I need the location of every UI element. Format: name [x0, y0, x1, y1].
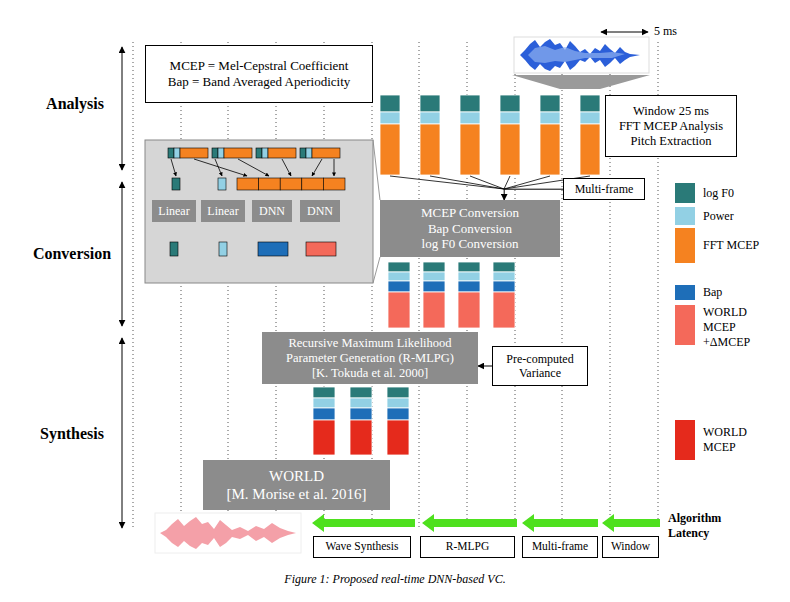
output-waveform [155, 513, 301, 553]
section-label: Synthesis [22, 425, 122, 443]
legend-text: FFT MCEP [703, 238, 783, 253]
legend-text: log F0 [703, 186, 783, 201]
node-text: MCEP Conversion [421, 205, 519, 221]
node-text: Pitch Extraction [631, 134, 712, 149]
node-text: FFT MCEP Analysis [619, 119, 723, 134]
legend-swatch [675, 183, 695, 203]
legend-swatch [675, 305, 695, 345]
legend-swatch [675, 420, 695, 460]
section-label: Conversion [22, 245, 122, 263]
latency-box: R-MLPG [420, 536, 515, 558]
node-text: DNN [307, 204, 333, 218]
legend-text: Bap [703, 285, 783, 300]
node-text: Bap Conversion [428, 221, 512, 237]
node-text: WORLD [269, 467, 324, 485]
note-box: Pre-computed Variance [492, 346, 588, 386]
latency-arrows [312, 514, 660, 532]
process-box: WORLD[M. Morise et al. 2016] [203, 460, 390, 510]
latency-box: Window [602, 536, 659, 558]
node-text: MCEP = Mel-Cepstral Coefficient [170, 58, 349, 74]
node-text: Multi-frame [532, 540, 588, 554]
section-label: Analysis [25, 95, 125, 113]
node-text: Wave Synthesis [326, 540, 399, 554]
latency-box: Wave Synthesis [313, 536, 411, 558]
node-text: [K. Tokuda et al. 2000] [312, 366, 428, 381]
node-text: [M. Morise et al. 2016] [227, 485, 367, 503]
input-waveform [512, 37, 650, 89]
section-brackets [122, 32, 648, 528]
time-grid [133, 42, 658, 530]
process-box: MCEP ConversionBap Conversionlog F0 Conv… [380, 200, 560, 257]
connector-arrow [478, 366, 492, 367]
node-text: log F0 Conversion [422, 236, 519, 252]
converging-lines [390, 176, 590, 189]
connector-arrow [504, 189, 563, 200]
legend-swatch [675, 207, 695, 225]
node-text: Window 25 ms [633, 104, 709, 119]
node-text: Linear [158, 204, 189, 218]
node-text: Pre-computed Variance [499, 352, 581, 381]
note-box: Window 25 msFFT MCEP AnalysisPitch Extra… [605, 95, 737, 157]
node-text: Linear [207, 204, 238, 218]
zoom-inset [145, 140, 380, 283]
model-box: DNN [300, 200, 340, 222]
figure-caption: Figure 1: Proposed real-time DNN-based V… [0, 572, 790, 587]
synthesis-frames [313, 387, 409, 455]
node-text: Recursive Maximum Likelihood Parameter G… [270, 336, 470, 366]
analysis-frames [380, 95, 600, 175]
legend-swatch [675, 285, 695, 300]
node-text: R-MLPG [446, 540, 489, 554]
callout-box: Multi-frame [563, 178, 645, 200]
converted-frames [388, 262, 515, 328]
node-text: Bap = Band Averaged Aperiodicity [168, 74, 351, 90]
legend-swatch [675, 228, 695, 263]
axis-label: Algorithm Latency [668, 511, 748, 541]
dimension-label: 5 ms [654, 24, 704, 39]
legend-text: WORLD MCEP +ΔMCEP [703, 305, 755, 350]
node-text: Multi-frame [575, 182, 634, 196]
node-text: DNN [259, 204, 285, 218]
latency-box: Multi-frame [522, 536, 598, 558]
process-box: Recursive Maximum Likelihood Parameter G… [262, 332, 478, 384]
model-box: DNN [252, 200, 292, 222]
model-box: Linear [201, 200, 245, 222]
legend-text: Power [703, 209, 783, 224]
node-text: Window [611, 540, 650, 554]
legend-text: WORLD MCEP [703, 425, 755, 455]
definition-box: MCEP = Mel-Cepstral CoefficientBap = Ban… [145, 45, 373, 103]
model-box: Linear [152, 200, 196, 222]
